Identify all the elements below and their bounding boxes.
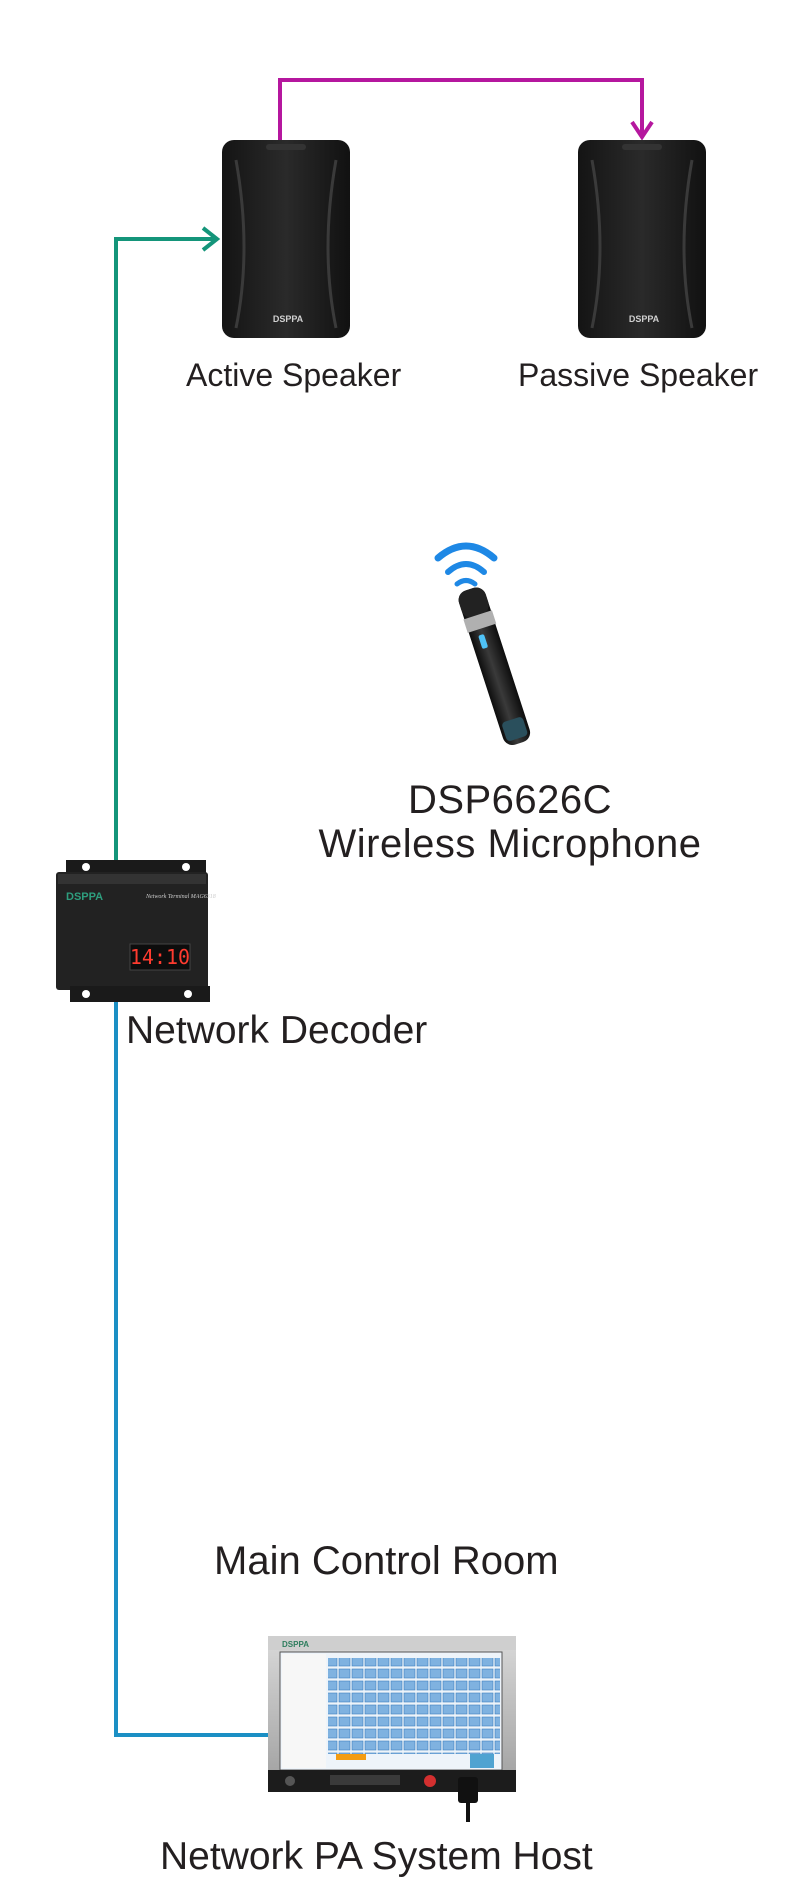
- pa-host-device: DSPPA: [268, 1636, 516, 1822]
- host-to-decoder-line: [114, 995, 272, 1737]
- active-speaker-brand: DSPPA: [273, 314, 304, 324]
- decoder-brand: DSPPA: [66, 891, 103, 903]
- decoder-to-speaker-line: [114, 226, 221, 862]
- pa-host-label: Network PA System Host: [160, 1835, 593, 1878]
- passive-speaker-label: Passive Speaker: [518, 357, 759, 393]
- main-control-room-label: Main Control Room: [214, 1539, 559, 1583]
- passive-speaker-device: DSPPA: [578, 140, 706, 338]
- microphone-name-label: Wireless Microphone: [318, 822, 702, 866]
- microphone-label: DSP6626C Wireless Microphone: [310, 778, 710, 866]
- active-speaker-device: DSPPA: [222, 140, 350, 338]
- wireless-signal-icon: [434, 542, 498, 587]
- decoder-model: Network Terminal MAG6318: [145, 894, 216, 900]
- passive-speaker-brand: DSPPA: [629, 314, 660, 324]
- wireless-microphone-device: [458, 587, 531, 746]
- speaker-link-line: [278, 78, 654, 143]
- host-brand: DSPPA: [282, 1640, 309, 1649]
- active-speaker-label: Active Speaker: [186, 357, 402, 393]
- network-decoder-device: DSPPA Network Terminal MAG6318 14:10: [56, 860, 216, 1002]
- decoder-time-display: 14:10: [130, 945, 190, 969]
- microphone-model-label: DSP6626C: [407, 778, 613, 822]
- network-decoder-label: Network Decoder: [126, 1009, 428, 1052]
